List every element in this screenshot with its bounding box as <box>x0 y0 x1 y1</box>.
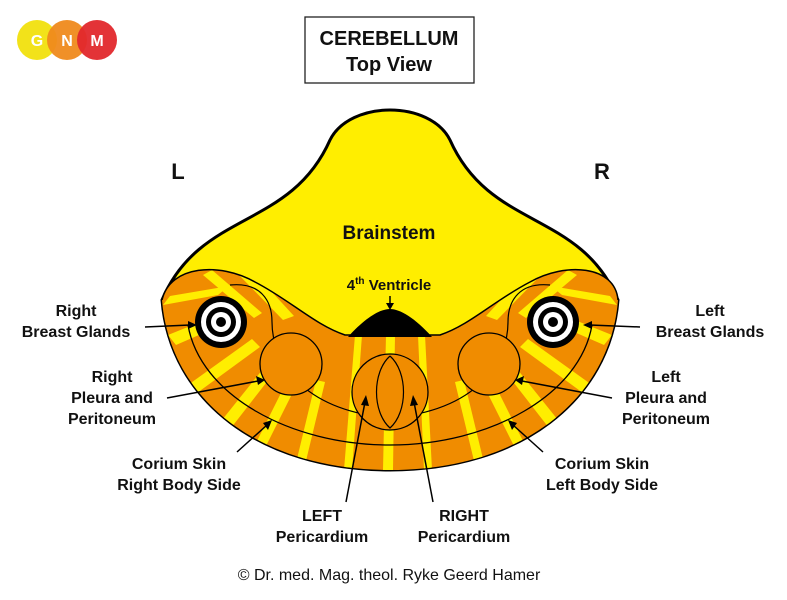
pericardium-divider <box>375 355 405 429</box>
title-line-1: CEREBELLUM <box>320 28 459 50</box>
cortex-layer-line <box>187 324 593 446</box>
arrow-corium-right <box>236 424 268 453</box>
arrowhead <box>256 376 265 385</box>
ventricle-word: Ventricle <box>365 277 432 294</box>
label-line: Right Body Side <box>117 477 241 494</box>
label-line: Pleura and <box>625 390 707 407</box>
label-line: LEFT <box>302 508 342 525</box>
arrowhead <box>515 376 524 385</box>
fourth-ventricle <box>348 309 432 337</box>
label-line: Peritoneum <box>622 411 710 428</box>
ventricle-number: 4 <box>347 277 356 294</box>
label-line: Right <box>56 303 98 320</box>
gnm-logo: G N M <box>17 20 117 60</box>
right-breast-gland-target <box>195 296 247 348</box>
label-line: Left Body Side <box>546 477 658 494</box>
title-line-2: Top View <box>346 54 432 76</box>
title-frame <box>304 16 475 84</box>
arrow-right-breast <box>144 324 191 328</box>
left-pleura-peritoneum-label: Left Pleura and Peritoneum <box>622 369 710 428</box>
arrowhead <box>263 420 272 430</box>
stripe <box>203 270 262 318</box>
copyright-notice: © Dr. med. Mag. theol. Ryke Geerd Hamer <box>238 567 541 584</box>
stripe <box>520 339 592 393</box>
pericardium-relay <box>351 353 429 431</box>
target-ring <box>216 317 226 327</box>
label-line: Breast Glands <box>22 324 131 341</box>
logo-letter-n: N <box>61 33 73 50</box>
logo-circle-n <box>47 20 87 60</box>
right-pericardium-label: RIGHT Pericardium <box>418 508 510 546</box>
arrow-left-pleura <box>521 380 613 399</box>
label-line: Right <box>92 369 134 386</box>
stripe <box>455 380 484 465</box>
label-line: Pericardium <box>276 529 368 546</box>
arrow-left-pericardium <box>345 401 366 503</box>
brainstem-label: Brainstem <box>343 223 436 244</box>
logo-letter-g: G <box>31 33 43 50</box>
arrow-right-pleura <box>166 380 259 399</box>
label-line: Corium Skin <box>132 456 226 473</box>
label-line: Left <box>695 303 725 320</box>
stripe <box>188 339 260 393</box>
left-breast-gland-target <box>527 296 579 348</box>
title-box: CEREBELLUM Top View <box>304 16 475 84</box>
label-line: Breast Glands <box>656 324 765 341</box>
arrowhead <box>361 395 369 406</box>
arrow-left-breast <box>589 324 641 328</box>
logo-letter-m: M <box>90 33 103 50</box>
pericardium-circle <box>351 353 429 431</box>
ventricle-superscript: th <box>355 276 364 287</box>
arrow-corium-left <box>512 424 544 453</box>
label-line: Pleura and <box>71 390 153 407</box>
side-right-marker: R <box>594 159 610 184</box>
arrow-right-pericardium <box>413 401 434 503</box>
left-pericardium-label: LEFT Pericardium <box>276 508 368 546</box>
left-breast-glands-label: Left Breast Glands <box>656 303 765 341</box>
label-line: Left <box>651 369 681 386</box>
arrowhead <box>583 321 592 329</box>
right-breast-glands-label: Right Breast Glands <box>22 303 131 341</box>
right-pleura-peritoneum-label: Right Pleura and Peritoneum <box>68 369 156 428</box>
right-pleura-relay <box>259 332 323 396</box>
label-line: Corium Skin <box>555 456 649 473</box>
stripe <box>296 380 325 465</box>
pointer-arrows <box>144 321 641 503</box>
corium-right-label: Corium Skin Right Body Side <box>117 456 241 494</box>
corium-left-label: Corium Skin Left Body Side <box>546 456 658 494</box>
side-left-marker: L <box>171 159 184 184</box>
label-line: Peritoneum <box>68 411 156 428</box>
left-pleura-relay <box>457 332 521 396</box>
target-ring <box>548 317 558 327</box>
label-line: Pericardium <box>418 529 510 546</box>
label-line: RIGHT <box>439 508 489 525</box>
logo-circle-m <box>77 20 117 60</box>
stripe <box>163 286 229 305</box>
arrowhead <box>508 420 517 430</box>
fourth-ventricle-label: 4th Ventricle <box>347 276 432 294</box>
logo-circle-g <box>17 20 57 60</box>
ventricle-arrowhead <box>386 303 394 310</box>
arrowhead <box>188 321 197 329</box>
stripe <box>551 286 617 305</box>
arrowhead <box>410 395 418 406</box>
